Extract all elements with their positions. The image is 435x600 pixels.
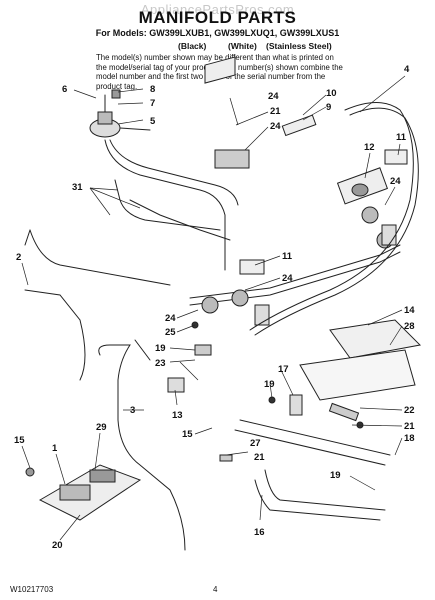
callout-7: 7	[150, 98, 155, 109]
callout-30: 24	[270, 121, 281, 132]
callout-11b: 11	[282, 251, 293, 262]
lower-burner	[219, 402, 391, 521]
callout-23: 23	[155, 358, 166, 369]
callout-16: 16	[254, 527, 265, 538]
color-white: (White)	[228, 41, 257, 51]
gas-tubes	[24, 139, 239, 286]
callout-25: 25	[165, 327, 176, 338]
page-title: MANIFOLD PARTS	[138, 8, 297, 27]
callout-31: 31	[72, 182, 83, 193]
model-list: For Models: GW399LXUB1, GW399LXUQ1, GW39…	[95, 28, 340, 38]
callout-3: 3	[130, 405, 135, 416]
callout-22: 22	[404, 405, 415, 416]
callout-6: 6	[62, 84, 67, 95]
wire-harness	[249, 102, 414, 331]
doc-number: W10217703	[10, 585, 54, 594]
callout-8: 8	[150, 84, 155, 95]
callout-21b: 21	[254, 452, 265, 463]
callout-20: 20	[52, 540, 63, 551]
callout-24c: 24	[165, 313, 176, 324]
callout-19b: 19	[264, 379, 275, 390]
callout-29: 24	[268, 91, 279, 102]
callout-21a: 21	[404, 421, 415, 432]
manifold-pipe	[189, 167, 401, 306]
callout-17: 17	[278, 364, 289, 375]
supply-tube	[24, 289, 186, 551]
callout-24b: 24	[282, 273, 293, 284]
callout-9: 9	[326, 102, 331, 113]
callout-12: 12	[364, 142, 375, 153]
callout-19a: 19	[155, 343, 166, 354]
callout-14: 14	[404, 305, 415, 316]
callout-10: 10	[326, 88, 337, 99]
callout-2: 2	[16, 252, 21, 263]
color-black: (Black)	[178, 41, 207, 51]
page-number: 4	[213, 585, 218, 594]
callout-11a: 11	[396, 132, 407, 143]
callout-27: 29	[96, 422, 107, 433]
callout-15b: 15	[14, 435, 25, 446]
callout-28: 28	[404, 321, 415, 332]
callout-26: 21	[270, 106, 281, 117]
color-stainless: (Stainless Steel)	[266, 41, 332, 51]
valve-assembly	[89, 89, 151, 138]
callout-19c: 19	[330, 470, 341, 481]
callout-1: 1	[52, 443, 58, 454]
callout-18: 18	[404, 433, 415, 444]
callout-24a: 24	[390, 176, 401, 187]
callout-20b: 27	[250, 438, 261, 449]
orifice-plate	[329, 319, 422, 359]
callout-5: 5	[150, 116, 156, 127]
brackets	[204, 56, 408, 275]
watermark: AppliancePartsPros.com	[140, 2, 295, 17]
regulator-assembly	[25, 464, 142, 521]
callout-13: 13	[172, 410, 183, 421]
callout-15a: 15	[182, 429, 193, 440]
callout-4: 4	[404, 64, 410, 75]
heat-shield	[299, 349, 416, 401]
